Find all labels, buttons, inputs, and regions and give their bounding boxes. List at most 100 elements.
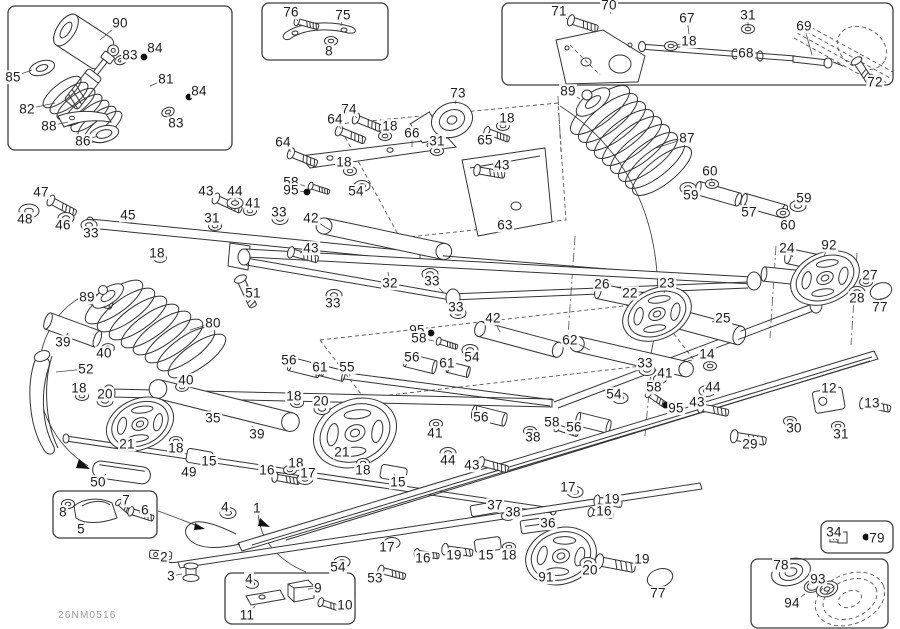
inset-box-rod-track [501, 2, 894, 86]
inset-stopper-art [61, 497, 156, 524]
arrow-icon [258, 518, 270, 527]
part-callout: 18 [167, 440, 185, 456]
part-callout: 91 [537, 569, 555, 585]
part-callout: 77 [871, 299, 889, 315]
part-callout: 87 [678, 130, 696, 146]
part-callout: 55 [338, 359, 356, 375]
part-callout: 22 [621, 285, 639, 301]
part-callout: 74 [340, 101, 358, 117]
part-callout: 43 [302, 240, 320, 256]
part-callout: 20 [581, 562, 599, 578]
part-callout: 90 [111, 15, 129, 31]
part-callout: 16 [258, 462, 276, 478]
part-callout: 86 [74, 133, 92, 149]
part-callout: 61 [438, 355, 456, 371]
part-callout: 39 [54, 334, 72, 350]
part-callout: 47 [32, 184, 50, 200]
part-callout: 23 [658, 275, 676, 291]
part-callout: 6 [140, 502, 150, 518]
part-callout: 60 [701, 163, 719, 179]
part-callout: 40 [177, 372, 195, 388]
part-callout: 38 [524, 429, 542, 445]
part-callout: 58 [645, 379, 663, 395]
part-callout: 14 [698, 346, 716, 362]
part-callout: 30 [785, 420, 803, 436]
part-callout: 4 [220, 499, 230, 515]
part-callout: 15 [389, 474, 407, 490]
part-callout: 93 [809, 571, 827, 587]
inset-box-bracket [261, 2, 389, 61]
part-callout: 12 [820, 380, 838, 396]
part-callout: 43 [493, 157, 511, 173]
part-callout: 11 [238, 607, 256, 623]
part-callout: 67 [678, 10, 696, 26]
part-callout: 25 [714, 310, 732, 326]
part-callout: 80 [204, 315, 222, 331]
part-callout: 56 [280, 352, 298, 368]
part-callout: 45 [119, 207, 137, 223]
part-callout: 70 [600, 0, 618, 13]
part-callout: 28 [848, 290, 866, 306]
part-callout: 18 [500, 547, 518, 563]
part-callout: 7 [121, 492, 131, 508]
part-callout: 84 [190, 83, 208, 99]
part-callout: 18 [354, 462, 372, 478]
part-callout: 44 [704, 379, 722, 395]
part-callout: 77 [649, 585, 667, 601]
cap-dot-icon [862, 533, 870, 541]
part-callout: 84 [146, 40, 164, 56]
inset-shock-kit-art [28, 13, 176, 149]
arrow-icon [76, 459, 90, 469]
part-callout: 31 [739, 7, 757, 23]
part-callout: 52 [77, 361, 95, 377]
part-callout: 16 [414, 550, 432, 566]
part-callout: 1 [252, 500, 262, 516]
part-callout: 59 [682, 187, 700, 203]
part-callout: 18 [335, 154, 353, 170]
part-callout: 94 [783, 595, 801, 611]
part-callout: 42 [302, 210, 320, 226]
part-callout: 57 [740, 204, 758, 220]
part-callout: 64 [326, 111, 344, 127]
part-callout: 10 [336, 597, 354, 613]
part-callout: 21 [118, 436, 136, 452]
part-callout: 73 [449, 85, 467, 101]
inset-box-anchor [224, 572, 356, 625]
cross-shafts [41, 180, 840, 435]
part-callout: 8 [324, 43, 334, 59]
part-callout: 63 [496, 217, 514, 233]
part-callout: 41 [656, 365, 674, 381]
part-callout: 39 [248, 426, 266, 442]
part-callout: 56 [472, 409, 490, 425]
part-callout: 58 [543, 414, 561, 430]
inset-bracket-art [282, 15, 356, 46]
part-callout: 33 [324, 295, 342, 311]
part-callout: 36 [539, 515, 557, 531]
part-callout: 49 [180, 464, 198, 480]
part-callout: 33 [636, 355, 654, 371]
part-callout: 95 [282, 182, 300, 198]
part-callout: 59 [795, 190, 813, 206]
part-callout: 31 [203, 210, 221, 226]
inset-box-stopper [52, 490, 158, 539]
part-callout: 83 [167, 115, 185, 131]
part-callout: 62 [561, 332, 579, 348]
part-callout: 53 [366, 570, 384, 586]
inset-box-sprocket [750, 558, 889, 629]
part-callout: 50 [89, 474, 107, 490]
inset-anchor-art [245, 579, 344, 614]
part-callout: 9 [313, 580, 323, 596]
part-callout: 41 [426, 425, 444, 441]
part-callout: 44 [439, 452, 457, 468]
part-callout: 46 [54, 217, 72, 233]
part-callout: 54 [463, 349, 481, 365]
part-callout: 19 [633, 551, 651, 567]
part-callout: 15 [477, 547, 495, 563]
part-callout: 48 [16, 211, 34, 227]
part-callout: 92 [820, 237, 838, 253]
part-callout: 24 [778, 240, 796, 256]
cap-dot-icon [140, 53, 148, 61]
part-callout: 76 [282, 4, 300, 20]
part-callout: 18 [498, 110, 516, 126]
arrow-icon [194, 523, 205, 530]
